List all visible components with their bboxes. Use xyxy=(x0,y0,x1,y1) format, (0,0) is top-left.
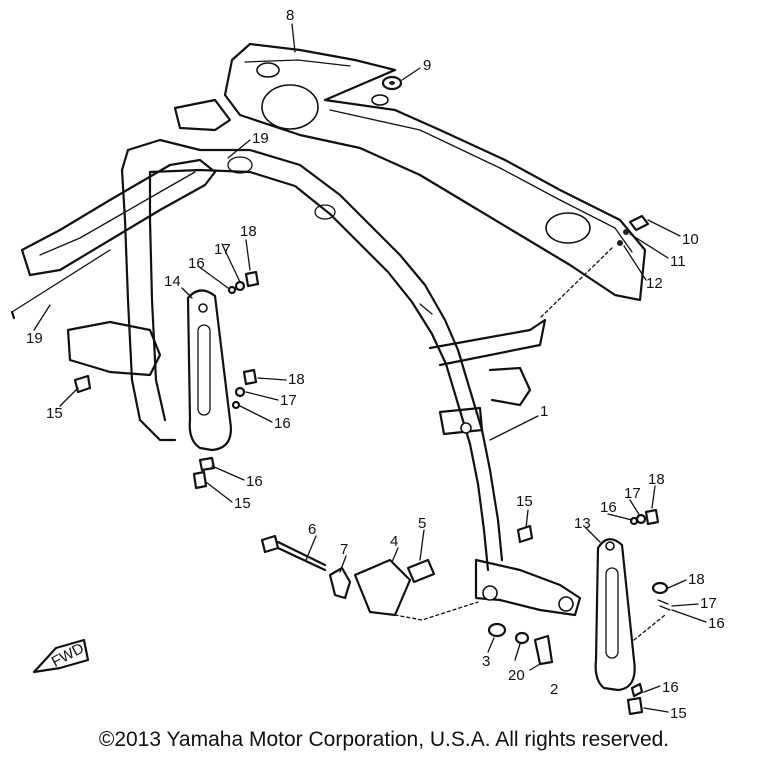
callout-10: 10 xyxy=(682,231,699,248)
callout-9: 9 xyxy=(423,57,431,74)
callout-16d: 16 xyxy=(600,499,617,516)
part-14-left-bracket xyxy=(66,289,232,452)
fwd-arrow-icon: FWD xyxy=(32,638,90,674)
callout-4: 4 xyxy=(390,533,398,550)
callout-16e: 16 xyxy=(708,615,725,632)
callout-17b: 17 xyxy=(280,392,297,409)
callout-18a: 18 xyxy=(240,223,257,240)
callout-12: 12 xyxy=(646,275,663,292)
callout-17c: 17 xyxy=(624,485,641,502)
part-19-left-bar xyxy=(10,98,232,320)
callout-16a: 16 xyxy=(188,255,205,272)
callout-15a: 15 xyxy=(46,405,63,422)
callout-15b: 15 xyxy=(234,495,251,512)
part-1-main-frame xyxy=(120,138,582,617)
callout-17d: 17 xyxy=(700,595,717,612)
copyright-notice: ©2013 Yamaha Motor Corporation, U.S.A. A… xyxy=(98,728,670,751)
callout-16f: 16 xyxy=(662,679,679,696)
callout-7: 7 xyxy=(340,541,348,558)
callout-16c: 16 xyxy=(246,473,263,490)
part-8-plate xyxy=(223,42,647,302)
callout-18d: 18 xyxy=(688,571,705,588)
part-2-7-hinge-hardware xyxy=(260,534,554,666)
parts-diagram: FWD 8 9 19 10 11 xyxy=(10,7,725,720)
callout-20: 20 xyxy=(508,667,525,684)
part-10-12-bolt-set xyxy=(539,214,681,319)
callout-8: 8 xyxy=(286,7,294,24)
callout-2: 2 xyxy=(550,681,558,698)
callout-5: 5 xyxy=(418,515,426,532)
callout-1: 1 xyxy=(540,403,548,420)
callout-3: 3 xyxy=(482,653,490,670)
callout-13: 13 xyxy=(574,515,591,532)
leader-lines xyxy=(33,23,707,713)
callout-15c: 15 xyxy=(516,493,533,510)
callout-14: 14 xyxy=(164,273,181,290)
callout-17a: 17 xyxy=(214,241,231,258)
callout-18c: 18 xyxy=(648,471,665,488)
callout-18b: 18 xyxy=(288,371,305,388)
small-hardware xyxy=(73,270,671,716)
part-13-right-bracket xyxy=(594,538,666,692)
part-9-grommet xyxy=(381,67,421,91)
callout-11: 11 xyxy=(670,253,686,270)
callout-19a: 19 xyxy=(252,130,269,147)
callout-15d: 15 xyxy=(670,705,687,720)
callout-19b: 19 xyxy=(26,330,43,347)
callout-6: 6 xyxy=(308,521,316,538)
callout-16b: 16 xyxy=(274,415,291,432)
